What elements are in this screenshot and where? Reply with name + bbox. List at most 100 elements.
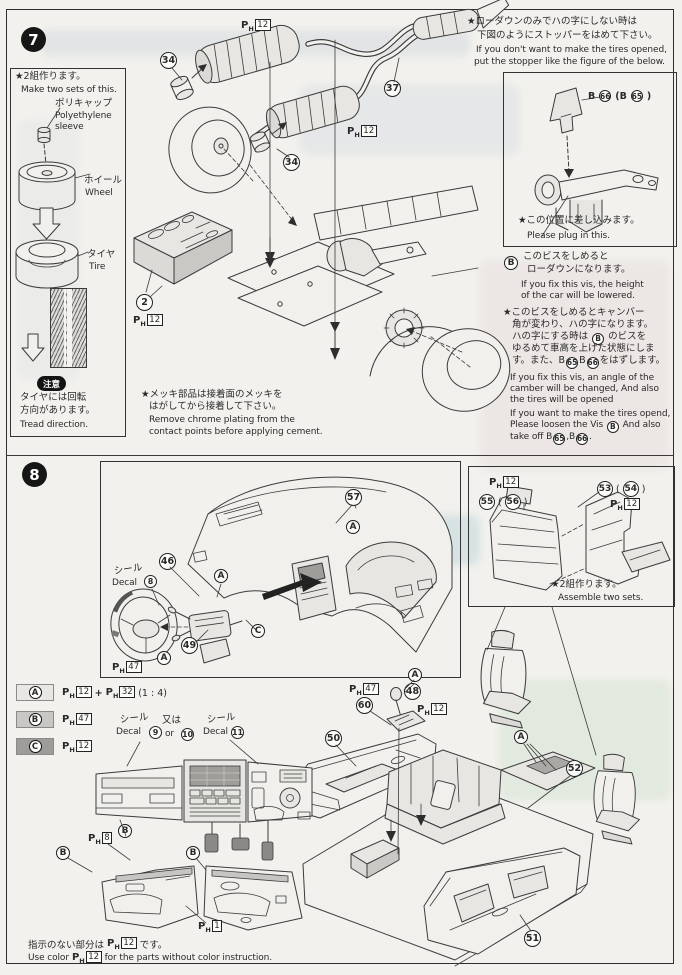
page-border-frame [6,9,674,964]
camber-note-jp1: ★このビスをしめるとキャンバー [503,307,645,318]
vis-note-jp1: このビスをしめると [523,251,609,262]
seat-assembly-box [468,466,675,607]
shift-knob-diagram [386,687,426,732]
plug-note-jp: ★この位置に差し込みます。 [518,215,640,226]
part-circle-65: 65 [630,90,643,102]
color-swatch-b: B [16,711,54,728]
stopper-detail-diagram [534,87,659,237]
vis-note-en1: If you fix this vis, the height [521,280,644,290]
assemble-two-sets-jp: ★2組作ります。 [551,579,622,590]
part-callout-50: 50 [325,730,342,747]
part-callout-57: 57 [345,489,362,506]
part-callout-51: 51 [524,930,541,947]
parts-tray-diagram [133,211,233,293]
step-7-number: 7 [28,30,39,49]
mark-b-dash-front: B [118,824,132,838]
step-8-badge: 8 [22,462,47,487]
part-circle-66-inline-en: 66 [576,433,589,446]
tire-3d-diagram [421,328,511,412]
tire-label-en: Tire [89,262,106,272]
step-8-number: 8 [29,465,40,484]
stopper-note-en2: put the stopper like the figure of the b… [474,57,665,67]
rotation-note-en: Tread direction. [20,420,89,430]
wheel-label-jp: ホイール [84,175,123,186]
decal-circle-8: 8 [144,575,157,588]
tire-label-jp: タイヤ [87,249,116,260]
vis-note-jp2: ローダウンになります。 [527,264,631,275]
camber-note-en1: If you fix this vis, an angle of the [510,373,655,383]
rotation-note-jp2: 方向があります。 [20,405,96,416]
chrome-note-en2: contact points before applying cement. [149,427,323,437]
mark-b-vis: B [504,256,518,270]
dashboard-3d-diagram [187,476,453,653]
color-swatch-c: C [16,738,54,755]
camber-note-jp2: 角が変わり、ハの字になります。 [512,319,654,330]
front-seat-diagram [480,629,532,729]
step-7-badge: 7 [21,27,46,52]
mark-b-inline-en: B [606,421,619,434]
part-callout-2: 2 [136,294,153,311]
part-callout-49: 49 [181,637,198,654]
steering-column-diagram [110,588,243,664]
wheel-label-en: Wheel [85,188,113,198]
polycap-label-en2: sleeve [55,122,84,132]
mark-a-dash: A [346,520,360,534]
part-circle-54: 54 [622,481,639,497]
part-circle-65-inline: 65 [566,357,579,370]
mark-a-column: A [214,569,228,583]
assemble-two-sets-en: Assemble two sets. [558,593,644,603]
part-callout-37: 37 [384,80,401,97]
chrome-note-jp1: ★メッキ部品は接着面のメッキを [141,389,283,400]
part-circle-53: 53 [597,481,613,497]
chassis-underbody-diagram [227,185,479,377]
camber-note-en5: Please loosen the Vis B And also [510,420,661,434]
camber-note-en3: the tires will be opened [510,395,614,405]
decal-right-en: Decal [203,727,228,737]
mark-a-deck: A [514,730,528,744]
wheel-tire-stack-diagram [15,107,91,362]
camber-note-jp3: ハの字にする時は B のビスを [512,331,646,346]
part-label-55-56: 55(56) [479,494,527,510]
mark-c-column: C [251,624,265,638]
stopper-part-close: ) [646,90,652,102]
part-callout-34b: 34 [283,154,300,171]
decal-left-en: Decal [116,727,141,737]
stopper-note-en1: If you don't want to make the tires open… [476,45,667,55]
stopper-detail-box [503,72,677,247]
mark-a-wheel: A [157,651,171,665]
front-seat-right-diagram [593,753,640,845]
plug-note-en: Please plug in this. [527,231,610,241]
dashboard-front-view-diagram [95,759,313,861]
part-label-53-54: 53(54) [597,481,645,497]
mark-b-legend: B [28,713,42,726]
tread-pattern-diagram [50,288,87,368]
decal-or-en: or [165,729,175,739]
vis-note-en2: of the car will be lowered. [521,291,635,301]
part-callout-34: 34 [160,52,177,69]
mark-b-door-left: B [56,846,70,860]
chrome-note-jp2: はがしてから接着して下さい。 [149,401,282,412]
decal-or-jp: 又は [162,715,182,726]
part-circle-56: 56 [504,494,521,510]
chrome-note-en1: Remove chrome plating from the [149,415,295,425]
part-callout-52: 52 [566,760,583,777]
decal-label-en: Decal [112,578,137,588]
mark-a-legend: A [28,686,42,699]
camber-note-en2: camber will be changed, And also [510,384,659,394]
stopper-note-jp2: 下図のようにストッパーをはめて下さい。 [477,30,658,41]
